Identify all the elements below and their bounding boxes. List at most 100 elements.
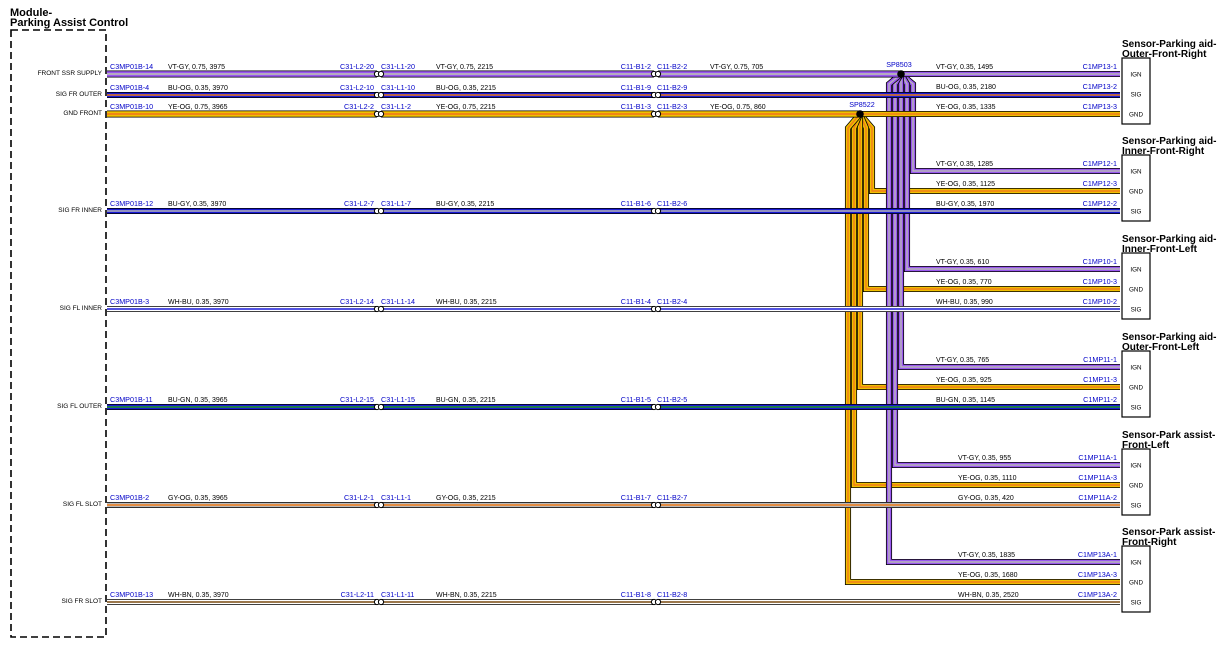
- terminal: [377, 403, 385, 411]
- inline-connector-label: C11-B2-7: [657, 493, 687, 502]
- sensor-pin-connector-label: C1MP11-2: [1083, 395, 1117, 404]
- sensor-pin-label: SIG: [1131, 209, 1142, 216]
- wire-spec-label: BU-GN, 0.35, 3965: [168, 397, 228, 404]
- sensor-title-line1: Sensor-Parking aid-: [1122, 39, 1217, 50]
- wire-spec-label: VT-GY, 0.35, 1835: [958, 552, 1015, 559]
- wire-spec-label: YE-OG, 0.75, 3965: [168, 104, 228, 111]
- terminal: [654, 70, 662, 78]
- ign-branch-wire: [897, 74, 1120, 371]
- wire-spec-label: BU-GY, 0.35, 3970: [168, 201, 226, 208]
- signal-name: SIG FL SLOT: [63, 501, 102, 508]
- inline-connector-label: C11-B2-9: [657, 83, 687, 92]
- sensor-connector-box: [1121, 57, 1151, 125]
- wire-spec-label: WH-BU, 0.35, 3970: [168, 299, 229, 306]
- terminal: [377, 70, 385, 78]
- sensor-pin-connector-label: C1MP13-1: [1083, 62, 1117, 71]
- module-box: [10, 29, 107, 638]
- sensor-pin-connector-label: C1MP11A-2: [1078, 493, 1117, 502]
- sensor-pin-label: SIG: [1131, 503, 1142, 510]
- wire-spec-label: BU-OG, 0.35, 2180: [936, 84, 996, 91]
- inline-connector-label: C31-L1-7: [381, 199, 411, 208]
- terminal: [377, 110, 385, 118]
- sensor-pin-connector-label: C1MP12-2: [1083, 199, 1117, 208]
- terminal: [654, 501, 662, 509]
- sensor-pin-connector-label: C1MP11-1: [1083, 355, 1117, 364]
- gnd-branch-wire: [844, 112, 1120, 586]
- sensor-pin-connector-label: C1MP13A-3: [1078, 570, 1117, 579]
- wire-spec-label: BU-GY, 0.35, 1970: [936, 201, 994, 208]
- wire-spec-label: WH-BU, 0.35, 2215: [436, 299, 497, 306]
- sensor-pin-label: SIG: [1131, 600, 1142, 607]
- inline-connector-label: C11-B1-7: [621, 493, 651, 502]
- wire-spec-label: YE-OG, 0.35, 1125: [936, 181, 995, 188]
- wire-body: [886, 72, 1120, 565]
- signal-name: SIG FL INNER: [60, 305, 103, 312]
- sensor-title-line2: Front-Right: [1122, 537, 1177, 548]
- sensor-pin-label: IGN: [1130, 560, 1142, 567]
- wire-spec-label: YE-OG, 0.75, 2215: [436, 104, 496, 111]
- signal-name: SIG FR INNER: [58, 207, 102, 214]
- inline-connector-label: C31-L2-11: [341, 590, 374, 599]
- inline-connector-label: C31-L1-11: [381, 590, 414, 599]
- wire-spec-label: VT-GY, 0.35, 955: [958, 455, 1011, 462]
- sensor-pin-label: GND: [1129, 580, 1143, 587]
- splice-dot: [897, 70, 905, 78]
- sensor-pin-connector-label: C1MP10-2: [1083, 297, 1117, 306]
- signal-name: SIG FR SLOT: [62, 598, 102, 605]
- inline-connector-label: C31-L2-2: [344, 102, 374, 111]
- sensor-pin-label: SIG: [1131, 405, 1142, 412]
- inline-connector-label: C31-L2-14: [340, 297, 374, 306]
- wire-spec-label: VT-GY, 0.35, 610: [936, 259, 989, 266]
- sensor-title-line1: Sensor-Parking aid-: [1122, 332, 1217, 343]
- sensor-title: Sensor-Parking aid-Inner-Front-Left: [1122, 235, 1216, 255]
- splice-dot: [856, 110, 864, 118]
- wire-spec-label: BU-GY, 0.35, 2215: [436, 201, 494, 208]
- wire-spec-label: YE-OG, 0.35, 1110: [958, 475, 1017, 482]
- sensor-pin-connector-label: C1MP10-1: [1083, 257, 1117, 266]
- module-title: Module- Parking Assist Control: [10, 8, 129, 29]
- inline-connector-label: C31-L1-10: [381, 83, 415, 92]
- terminal: [654, 598, 662, 606]
- sensor-connector-box: [1121, 350, 1151, 418]
- splice-label: SP8522: [849, 100, 875, 109]
- signal-name: GND FRONT: [63, 110, 102, 117]
- sensor-title-line2: Outer-Front-Right: [1122, 49, 1207, 60]
- sensor-pin-label: IGN: [1130, 169, 1142, 176]
- wire-outline: [885, 71, 1120, 566]
- wire-spec-label: VT-GY, 0.35, 1495: [936, 64, 993, 71]
- wire-spec-label: BU-GN, 0.35, 2215: [436, 397, 496, 404]
- inline-connector-label: C11-B1-9: [621, 83, 651, 92]
- wire-spec-label: GY-OG, 0.35, 3965: [168, 495, 228, 502]
- inline-connector-label: C11-B2-2: [657, 62, 687, 71]
- signal-name: SIG FL OUTER: [57, 403, 102, 410]
- inline-connector-label: C11-B2-4: [657, 297, 687, 306]
- sensor-pin-label: IGN: [1130, 365, 1142, 372]
- terminal: [654, 207, 662, 215]
- sensor-title: Sensor-Park assist-Front-Left: [1122, 431, 1215, 451]
- sensor-pin-connector-label: C1MP10-3: [1083, 277, 1117, 286]
- module-title-line2: Parking Assist Control: [10, 17, 129, 29]
- module-pin-label: C3MP01B-11: [110, 395, 153, 404]
- sensor-title-line1: Sensor-Parking aid-: [1122, 136, 1217, 147]
- wire-spec-label: VT-GY, 0.75, 3975: [168, 64, 225, 71]
- inline-connector-label: C11-B2-3: [657, 102, 687, 111]
- wire-spec-label: VT-GY, 0.35, 1285: [936, 161, 993, 168]
- wire-spec-label: YE-OG, 0.35, 1680: [958, 572, 1018, 579]
- sensor-pin-connector-label: C1MP13A-1: [1078, 550, 1117, 559]
- inline-connector-label: C11-B1-2: [621, 62, 651, 71]
- signal-name: SIG FR OUTER: [56, 91, 103, 98]
- wire-body: [898, 74, 1120, 370]
- wire-spec-label: VT-GY, 0.75, 2215: [436, 64, 493, 71]
- sensor-pin-connector-label: C1MP11-3: [1083, 375, 1117, 384]
- wire-spec-label: WH-BN, 0.35, 2215: [436, 592, 497, 599]
- sensor-pin-label: GND: [1129, 483, 1143, 490]
- inline-connector-label: C11-B1-5: [621, 395, 651, 404]
- sensor-pin-connector-label: C1MP13A-2: [1078, 590, 1117, 599]
- wire-spec-label: VT-GY, 0.75, 705: [710, 64, 763, 71]
- sensor-title-line2: Outer-Front-Left: [1122, 342, 1200, 353]
- module-pin-label: C3MP01B-2: [110, 493, 149, 502]
- inline-connector-label: C11-B1-3: [621, 102, 651, 111]
- sensor-pin-label: SIG: [1131, 92, 1142, 99]
- inline-connector-label: C31-L1-14: [381, 297, 415, 306]
